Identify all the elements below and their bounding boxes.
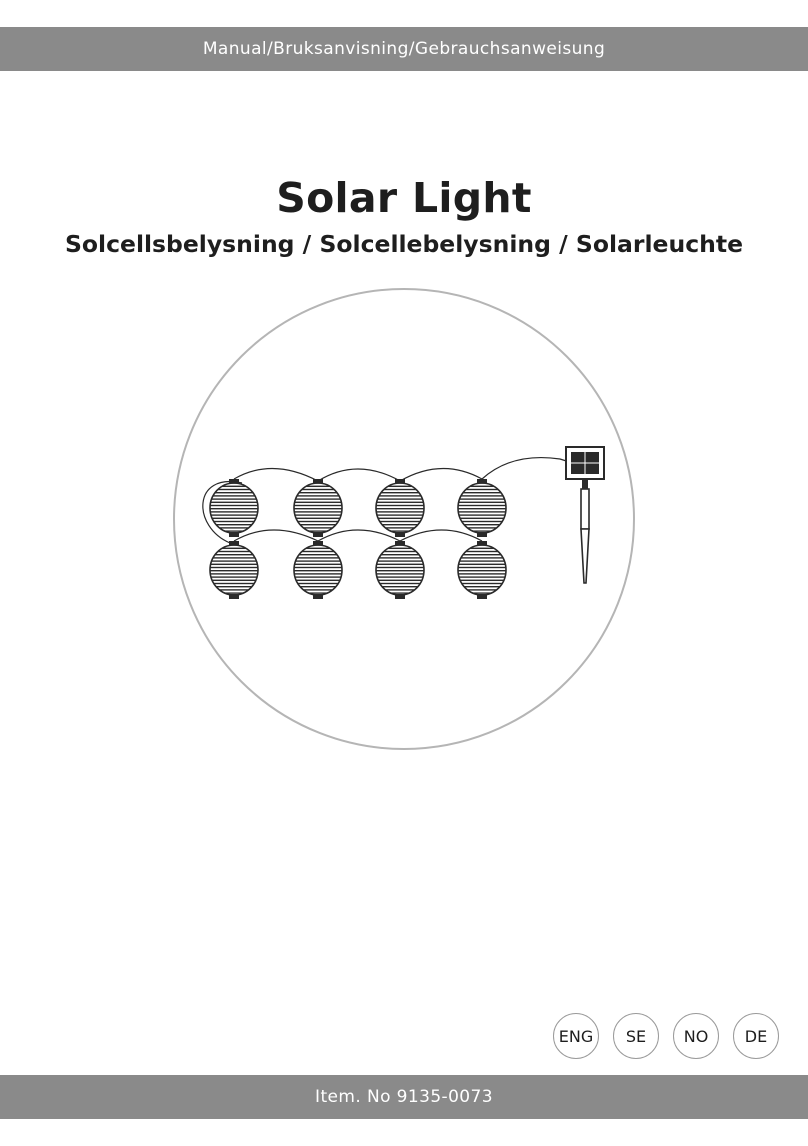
lang-badge-de: DE [733, 1013, 779, 1059]
page-title: Solar Light [276, 174, 532, 222]
lang-badge-eng: ENG [553, 1013, 599, 1059]
item-number-label: Item. No 9135-0073 [315, 1087, 493, 1107]
manual-header-bar: Manual/Bruksanvisning/Gebrauchsanweisung [0, 27, 808, 71]
solar-panel-stake-icon [565, 446, 605, 584]
wire-lines [202, 456, 577, 544]
lang-badge-no: NO [673, 1013, 719, 1059]
manual-label: Manual/Bruksanvisning/Gebrauchsanweisung [202, 39, 606, 59]
item-number-footer-bar: Item. No 9135-0073 [0, 1075, 808, 1119]
lang-badge-se: SE [613, 1013, 659, 1059]
solar-string-lights-illustration [173, 288, 635, 750]
page-subtitle: Solcellsbelysning / Solcellebelysning / … [64, 230, 744, 258]
